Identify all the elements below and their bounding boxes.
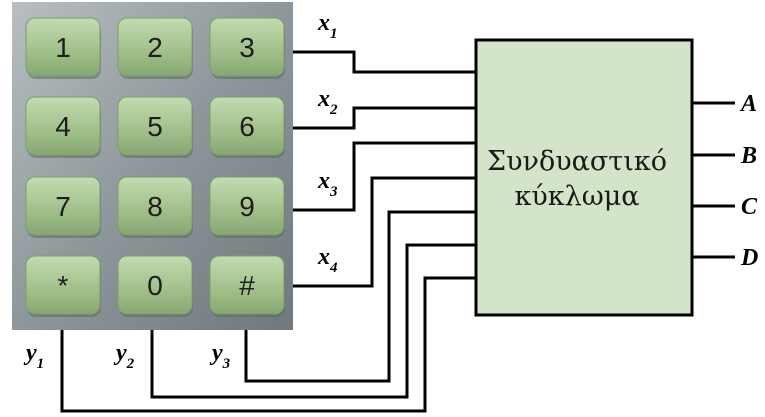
label-x3: x3 [317, 168, 338, 200]
key-label: 6 [239, 111, 255, 142]
key-label: 0 [147, 270, 163, 301]
key-label: 7 [55, 191, 71, 222]
circuit-box [474, 38, 694, 317]
key-face [209, 96, 285, 156]
key-4[interactable]: 4 [25, 96, 101, 158]
output-labels: A B C D [739, 91, 758, 271]
wire-y1 [60, 276, 476, 413]
key-label: 9 [239, 191, 255, 222]
key-label: 3 [239, 32, 255, 63]
label-x2: x2 [317, 86, 338, 118]
label-y1: y1 [23, 340, 44, 372]
wire-y3 [244, 210, 476, 383]
wire-x4 [293, 176, 476, 288]
key-label: 4 [55, 111, 71, 142]
key-face [117, 255, 193, 315]
key-face [117, 96, 193, 156]
key-face [209, 255, 285, 315]
key-face [25, 96, 101, 156]
key-face [117, 17, 193, 77]
key-5[interactable]: 5 [117, 96, 193, 158]
key-label: * [58, 270, 69, 301]
label-x1: x1 [317, 10, 338, 42]
wires [60, 50, 735, 413]
key-3[interactable]: 3 [209, 17, 285, 79]
wire-x3 [293, 141, 476, 212]
key-face [25, 176, 101, 236]
circuit-title-line1: Συνδυαστικό [487, 146, 667, 177]
key-6[interactable]: 6 [209, 96, 285, 158]
key-face [25, 17, 101, 77]
key-hash[interactable]: # [209, 255, 285, 317]
output-label-b: B [740, 143, 757, 169]
key-0[interactable]: 0 [117, 255, 193, 317]
label-y3: y3 [209, 340, 231, 372]
circuit-title-line2: κύκλωμα [514, 181, 639, 212]
column-input-labels: y1 y2 y3 [23, 340, 231, 372]
key-face [209, 17, 285, 77]
key-2[interactable]: 2 [117, 17, 193, 79]
key-label: 8 [147, 191, 163, 222]
key-face [25, 255, 101, 315]
row-input-labels: x1 x2 x3 x4 [317, 10, 338, 276]
key-9[interactable]: 9 [209, 176, 285, 238]
key-1[interactable]: 1 [25, 17, 101, 79]
key-label: 1 [55, 32, 71, 63]
keypad: 1 2 3 4 5 6 7 8 9 * 0 # [12, 2, 293, 330]
output-label-a: A [739, 91, 757, 117]
key-label: 5 [147, 111, 163, 142]
output-label-d: D [740, 245, 758, 271]
label-y2: y2 [113, 340, 135, 372]
key-face [117, 176, 193, 236]
key-label: # [239, 270, 255, 301]
key-8[interactable]: 8 [117, 176, 193, 238]
wire-x2 [293, 106, 476, 130]
label-x4: x4 [317, 244, 338, 276]
key-face [209, 176, 285, 236]
key-label: 2 [147, 32, 163, 63]
output-label-c: C [741, 194, 758, 220]
key-7[interactable]: 7 [25, 176, 101, 238]
key-star[interactable]: * [25, 255, 101, 317]
wire-y2 [150, 243, 476, 399]
wire-x1 [293, 50, 476, 74]
combinational-circuit: Συνδυαστικό κύκλωμα [474, 38, 694, 317]
